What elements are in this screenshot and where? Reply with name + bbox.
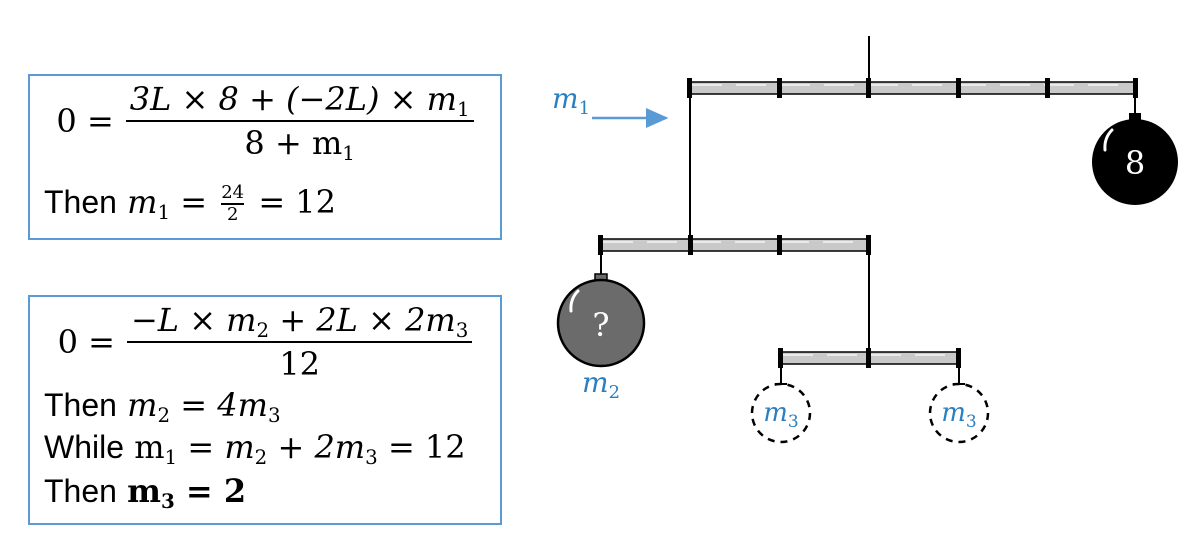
then-result: = 12 xyxy=(258,183,337,221)
box2-line-2: While m1 = m2 + 2m3 = 12 xyxy=(44,427,466,467)
equation-box-1: 0 = 3L × 8 + (−2L) × m1 8 + m1 Then m1 =… xyxy=(28,74,502,240)
equation-2-numerator-rest: + 2L × 2m xyxy=(269,301,456,339)
line2-word: While xyxy=(44,429,125,465)
line2-c: + 2m xyxy=(267,428,366,466)
then-word: Then xyxy=(44,184,117,220)
equation-1: 0 = 3L × 8 + (−2L) × m1 8 + m1 xyxy=(30,78,500,164)
weight-icon: 8 xyxy=(1092,113,1178,205)
line3-a-sub: 3 xyxy=(160,488,175,513)
then-variable: m1 xyxy=(127,183,171,224)
line2-a-sub: 1 xyxy=(164,445,178,469)
equation-2-fraction: −L × m2 + 2L × 2m3 12 xyxy=(126,299,473,385)
label-m2-text: m xyxy=(582,366,609,399)
equation-1-numerator-sub: 1 xyxy=(456,97,470,121)
equation-2-numerator-rest-sub: 3 xyxy=(455,318,469,342)
then-variable-text: m xyxy=(127,183,158,221)
equation-2-numerator-text: −L × m xyxy=(130,301,257,339)
equation-2-lhs: 0 = xyxy=(57,323,115,361)
equation-1-numerator-text: 3L × 8 + (−2L) × m xyxy=(129,80,457,118)
label-m2: m2 xyxy=(582,366,620,403)
line3-a: m xyxy=(127,472,161,510)
line2-expression: m1 = m2 + 2m3 = 12 xyxy=(134,428,466,469)
equation-1-denominator-text: 8 + m xyxy=(244,124,343,162)
then-variable-sub: 1 xyxy=(157,200,171,224)
line1-a-sub: 2 xyxy=(157,403,171,427)
equation-1-denominator-sub: 1 xyxy=(342,141,355,165)
equation-1-fraction: 3L × 8 + (−2L) × m1 8 + m1 xyxy=(125,78,474,164)
equation-1-denominator: 8 + m1 xyxy=(240,122,358,164)
dashed-circle-icon xyxy=(928,382,990,444)
label-m1-sub: 1 xyxy=(579,98,590,119)
label-m3-right-text: m xyxy=(941,398,966,428)
equation-2-denominator: 12 xyxy=(279,345,321,383)
equation-2-numerator-sub: 2 xyxy=(256,318,270,342)
weight-known-label: 8 xyxy=(1125,144,1145,182)
box1-then-line: Then m1 = 24 2 = 12 xyxy=(44,182,336,225)
line2-c-sub: 3 xyxy=(365,445,378,469)
small-fraction-bar xyxy=(221,203,245,205)
weight-icon: ? xyxy=(556,273,646,368)
line2-b: = m xyxy=(177,428,255,466)
line1-b: = 4m xyxy=(170,386,268,424)
top-rod xyxy=(687,78,1138,98)
label-m3-right-sub: 3 xyxy=(966,412,977,432)
equation-1-numerator: 3L × 8 + (−2L) × m1 xyxy=(126,78,474,120)
label-m3-right: m3 xyxy=(941,398,976,432)
equation-box-2: 0 = −L × m2 + 2L × 2m3 12 Then m2 = 4m3 … xyxy=(28,295,502,525)
equation-2-numerator: −L × m2 + 2L × 2m3 xyxy=(127,299,472,341)
equation-2: 0 = −L × m2 + 2L × 2m3 12 xyxy=(30,299,500,385)
line3-expression: m3 = 2 xyxy=(127,472,247,513)
label-m3-left: m3 xyxy=(763,398,798,432)
line1-word: Then xyxy=(44,387,117,423)
label-m1: m1 xyxy=(552,82,590,119)
line2-b-sub: 2 xyxy=(254,445,268,469)
dashed-circle-icon xyxy=(750,382,812,444)
middle-rod xyxy=(598,235,871,255)
line1-expression: m2 = 4m3 xyxy=(127,386,281,427)
line2-a: m xyxy=(134,428,165,466)
line1-a: m xyxy=(127,386,158,424)
line3-word: Then xyxy=(44,473,117,509)
line1-b-sub: 3 xyxy=(267,403,281,427)
label-m3-left-text: m xyxy=(763,398,788,428)
fraction-bar xyxy=(125,120,474,122)
label-m1-text: m xyxy=(552,82,579,115)
bottom-rod xyxy=(778,348,961,368)
box2-line-3: Then m3 = 2 xyxy=(44,471,246,511)
then-equals: = xyxy=(180,183,208,221)
small-fraction-den: 2 xyxy=(226,203,239,225)
small-fraction: 24 2 xyxy=(221,182,245,225)
line3-b: = 2 xyxy=(174,472,247,510)
label-m2-sub: 2 xyxy=(609,382,620,403)
weight-unknown-label: ? xyxy=(592,306,609,344)
mobile-diagram: 8 m1 ? m2 m3 m3 xyxy=(552,36,1178,444)
small-fraction-num: 24 xyxy=(221,182,245,204)
label-m3-left-sub: 3 xyxy=(788,412,799,432)
line2-d: = 12 xyxy=(377,428,466,466)
box2-line-1: Then m2 = 4m3 xyxy=(44,385,281,425)
equation-1-lhs: 0 = xyxy=(56,102,114,140)
fraction-bar xyxy=(126,341,473,343)
